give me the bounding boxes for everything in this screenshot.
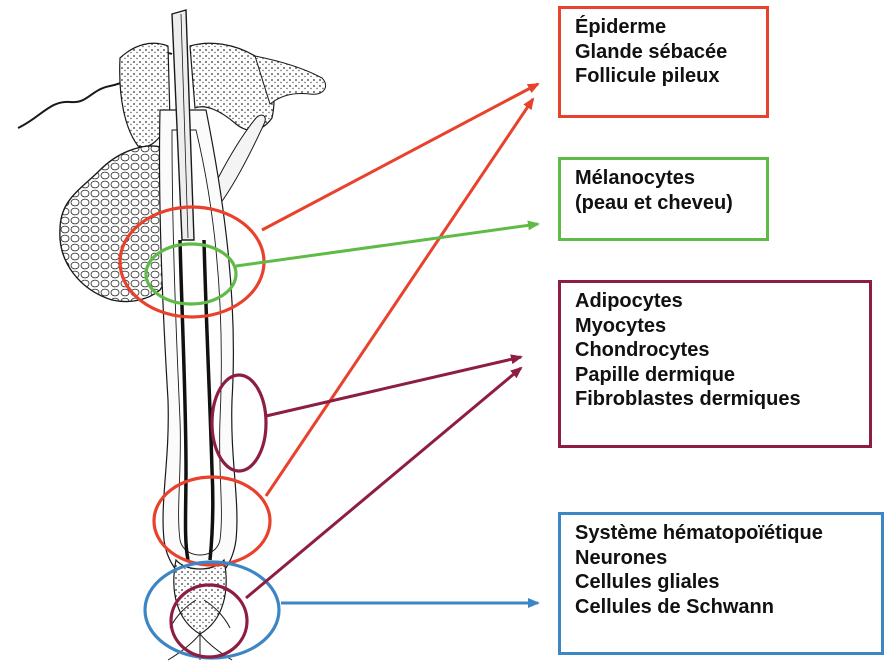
arrow-melanocyte: [236, 224, 538, 266]
label-melanocytes: Mélanocytes: [575, 166, 754, 191]
label-fibroblastes-dermiques: Fibroblastes dermiques: [575, 387, 857, 412]
box-epiderme: Épiderme Glande sébacée Follicule pileux: [558, 6, 769, 118]
label-neurones: Neurones: [575, 546, 869, 571]
box-systeme: Système hématopoïétique Neurones Cellule…: [558, 512, 884, 655]
label-peau-et-cheveu: (peau et cheveu): [575, 191, 754, 216]
label-chondrocytes: Chondrocytes: [575, 338, 857, 363]
label-myocytes: Myocytes: [575, 314, 857, 339]
box-adipocytes: Adipocytes Myocytes Chondrocytes Papille…: [558, 280, 872, 448]
label-papille-dermique: Papille dermique: [575, 363, 857, 388]
follicle-illustration: [18, 10, 326, 660]
label-cellules-gliales: Cellules gliales: [575, 570, 869, 595]
label-glande-sebacee: Glande sébacée: [575, 40, 754, 65]
arrow-sheath-to-adipocytes: [266, 357, 521, 416]
label-adipocytes: Adipocytes: [575, 289, 857, 314]
arrow-bulge-to-epiderme: [262, 84, 538, 230]
box-melanocytes: Mélanocytes (peau et cheveu): [558, 157, 769, 241]
label-systeme-hematopoietique: Système hématopoïétique: [575, 521, 869, 546]
label-follicule-pileux: Follicule pileux: [575, 64, 754, 89]
arrows: [236, 84, 538, 603]
arrow-papilla-to-adipocytes: [246, 368, 521, 598]
label-epiderme: Épiderme: [575, 15, 754, 40]
sebaceous-gland: [60, 146, 171, 301]
label-cellules-de-schwann: Cellules de Schwann: [575, 595, 869, 620]
